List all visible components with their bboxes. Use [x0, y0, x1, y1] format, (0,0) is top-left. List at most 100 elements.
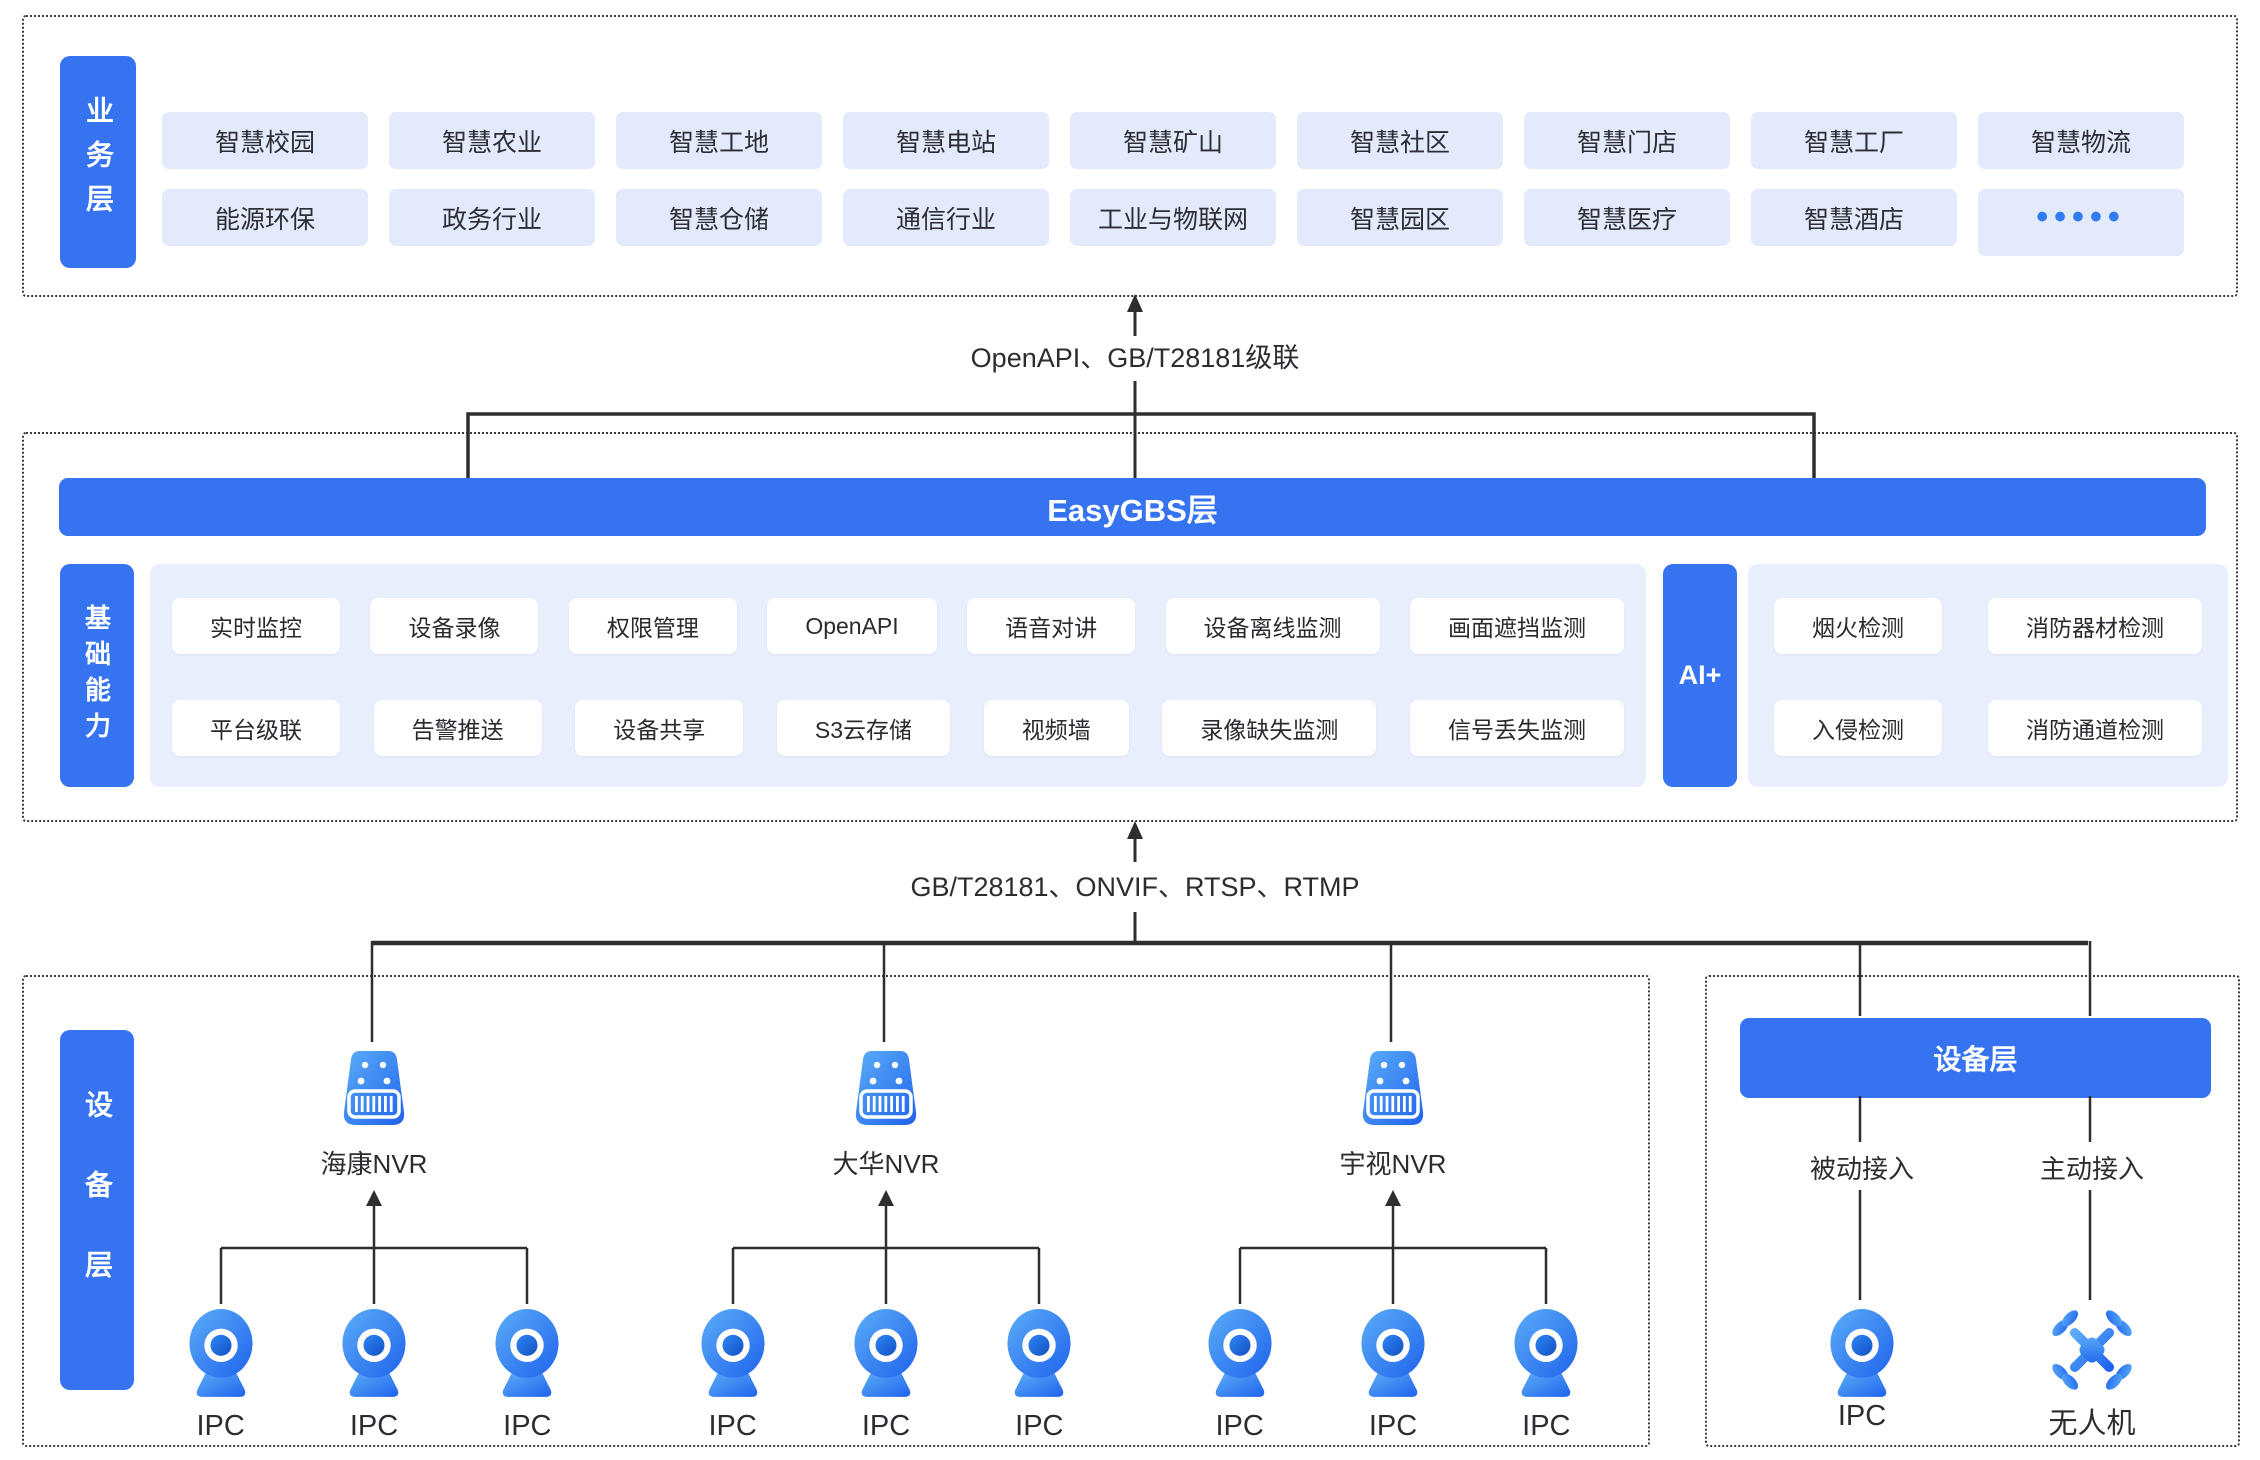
ipc-label: IPC	[861, 1410, 911, 1442]
business-chip-row-1: 智慧校园 智慧农业 智慧工地 智慧电站 智慧矿山 智慧社区 智慧门店 智慧工厂 …	[162, 112, 2184, 169]
easygbs-banner: EasyGBS层	[59, 478, 2206, 536]
ipc-label: IPC	[708, 1410, 757, 1442]
access-device-label: IPC	[1837, 1400, 1887, 1432]
nvr-group: 宇视NVR IPC	[1163, 1044, 1623, 1443]
capability-chip: 设备共享	[575, 700, 744, 756]
device-layer-container: 设备层 海康NVR	[22, 975, 1650, 1447]
business-chip: •••••	[1978, 189, 2184, 256]
business-chip: 智慧电站	[843, 112, 1049, 169]
ipc-item: IPC	[297, 1304, 450, 1443]
ipc-label: IPC	[1215, 1410, 1264, 1442]
business-chip: 工业与物联网	[1070, 189, 1276, 246]
capability-chip: 实时监控	[172, 598, 340, 654]
business-chip: 智慧工地	[616, 112, 822, 169]
nvr-icon	[1362, 1051, 1424, 1125]
ipc-label: IPC	[503, 1410, 552, 1442]
ipc-item: IPC	[656, 1304, 809, 1443]
ipc-label: IPC	[1522, 1410, 1571, 1442]
nvr-group: 大华NVR IPC	[656, 1044, 1116, 1443]
ipc-camera-icon	[1830, 1309, 1894, 1397]
ipc-item: IPC	[1470, 1304, 1623, 1443]
capability-chip: 视频墙	[983, 700, 1129, 756]
access-device-icon	[1819, 1304, 1905, 1405]
ipc-camera-icon	[701, 1309, 765, 1397]
ipc-camera-icon	[342, 1309, 406, 1397]
ipc-camera-icon	[1007, 1309, 1071, 1397]
nvr-name: 宇视NVR	[1339, 1149, 1447, 1179]
arrow-up-icon	[366, 1190, 382, 1206]
business-chip: 智慧医疗	[1524, 189, 1730, 246]
easygbs-layer-container: EasyGBS层 基础能力 实时监控设备录像权限管理 OpenAPI 语音对讲设备离…	[22, 432, 2238, 822]
access-mode-label: 被动接入	[1809, 1154, 1914, 1184]
drone-icon	[2049, 1307, 2135, 1393]
bottom-connector-label: GB/T28181、ONVIF、RTSP、RTMP	[900, 866, 1370, 908]
capability-chip: 权限管理	[568, 598, 737, 654]
nvr-group: 海康NVR IPC	[144, 1044, 604, 1443]
access-mode-label: 主动接入	[2039, 1154, 2144, 1184]
ipc-to-nvr-connector	[219, 1190, 529, 1304]
access-column: 被动接入	[1747, 977, 1977, 1445]
device-layer-label: 设备层	[60, 1030, 134, 1390]
business-chip: 智慧社区	[1297, 112, 1503, 169]
ai-capability-panel: 烟火检测消防器材检测 入侵检测消防通道检测	[1748, 564, 2228, 787]
business-chip: 智慧工厂	[1751, 112, 1957, 169]
nvr-name: 海康NVR	[320, 1149, 428, 1179]
access-device-icon	[2046, 1304, 2138, 1401]
device-layer-banner: 设备层	[1740, 1018, 2211, 1098]
business-chip: 智慧酒店	[1751, 189, 1957, 246]
business-chip: 政务行业	[389, 189, 595, 246]
ipc-label: IPC	[1015, 1410, 1064, 1442]
arrow-up-icon	[1385, 1190, 1401, 1206]
access-columns: 被动接入	[1707, 977, 2238, 1445]
capability-row-1: 实时监控设备录像权限管理 OpenAPI 语音对讲设备离线监测画面遮挡监测	[150, 598, 1646, 654]
access-column: 主动接入	[1977, 977, 2207, 1445]
business-layer-container: 业务层 智慧校园 智慧农业 智慧工地 智慧电站 智慧矿山 智慧社区 智慧门店 智…	[22, 15, 2238, 297]
business-chip-row-2: 能源环保 政务行业 智慧仓储 通信行业 工业与物联网 智慧园区 智慧医疗 智慧酒…	[162, 189, 2184, 256]
capability-chip: 设备离线监测	[1165, 598, 1380, 654]
ai-capability-chip: 消防通道检测	[1988, 700, 2202, 756]
access-device-label: 无人机	[2048, 1408, 2136, 1440]
top-connector-label: OpenAPI、GB/T28181级联	[960, 337, 1310, 379]
ai-row-1: 烟火检测消防器材检测	[1748, 598, 2228, 654]
business-chip: 智慧矿山	[1070, 112, 1276, 169]
nvr-groups: 海康NVR IPC	[24, 977, 1648, 1445]
ipc-camera-icon	[189, 1309, 253, 1397]
ipc-label: IPC	[1368, 1410, 1418, 1442]
ipc-item: IPC	[809, 1304, 962, 1443]
capability-chip: 设备录像	[370, 598, 539, 654]
ai-row-2: 入侵检测消防通道检测	[1748, 700, 2228, 756]
ipc-to-nvr-connector	[731, 1190, 1041, 1304]
nvr-name: 大华NVR	[832, 1149, 940, 1179]
business-chip: 智慧农业	[389, 112, 595, 169]
capability-chip: OpenAPI	[767, 598, 937, 654]
ai-capability-chip: 入侵检测	[1774, 700, 1942, 756]
business-chip: 智慧仓储	[616, 189, 822, 246]
capability-chip: S3云存储	[776, 700, 951, 756]
business-chip: 智慧校园	[162, 112, 368, 169]
capability-chip: 语音对讲	[967, 598, 1136, 654]
ipc-item: IPC	[1163, 1304, 1316, 1443]
arrow-up-icon	[1127, 821, 1143, 839]
capability-chip: 画面遮挡监测	[1409, 598, 1624, 654]
direct-access-container: 设备层 被动接入	[1705, 975, 2240, 1447]
ipc-row: IPC IPC	[144, 1304, 604, 1443]
ipc-camera-icon	[1361, 1309, 1425, 1397]
ipc-item: IPC	[144, 1304, 297, 1443]
ipc-camera-icon	[1208, 1309, 1272, 1397]
ipc-row: IPC IPC	[1163, 1304, 1623, 1443]
capability-chip: 信号丢失监测	[1409, 700, 1624, 756]
capability-chip: 录像缺失监测	[1162, 700, 1377, 756]
ipc-item: IPC	[451, 1304, 604, 1443]
capability-label: 基础能力	[60, 564, 134, 787]
business-layer-label: 业务层	[60, 56, 136, 268]
arrow-up-icon	[878, 1190, 894, 1206]
ipc-label: IPC	[349, 1410, 399, 1442]
nvr-icon	[855, 1051, 917, 1125]
ipc-item: IPC	[1316, 1304, 1469, 1443]
ipc-item: IPC	[963, 1304, 1116, 1443]
ipc-camera-icon	[1514, 1309, 1578, 1397]
capability-chip: 平台级联	[172, 700, 340, 756]
ipc-camera-icon	[495, 1309, 559, 1397]
